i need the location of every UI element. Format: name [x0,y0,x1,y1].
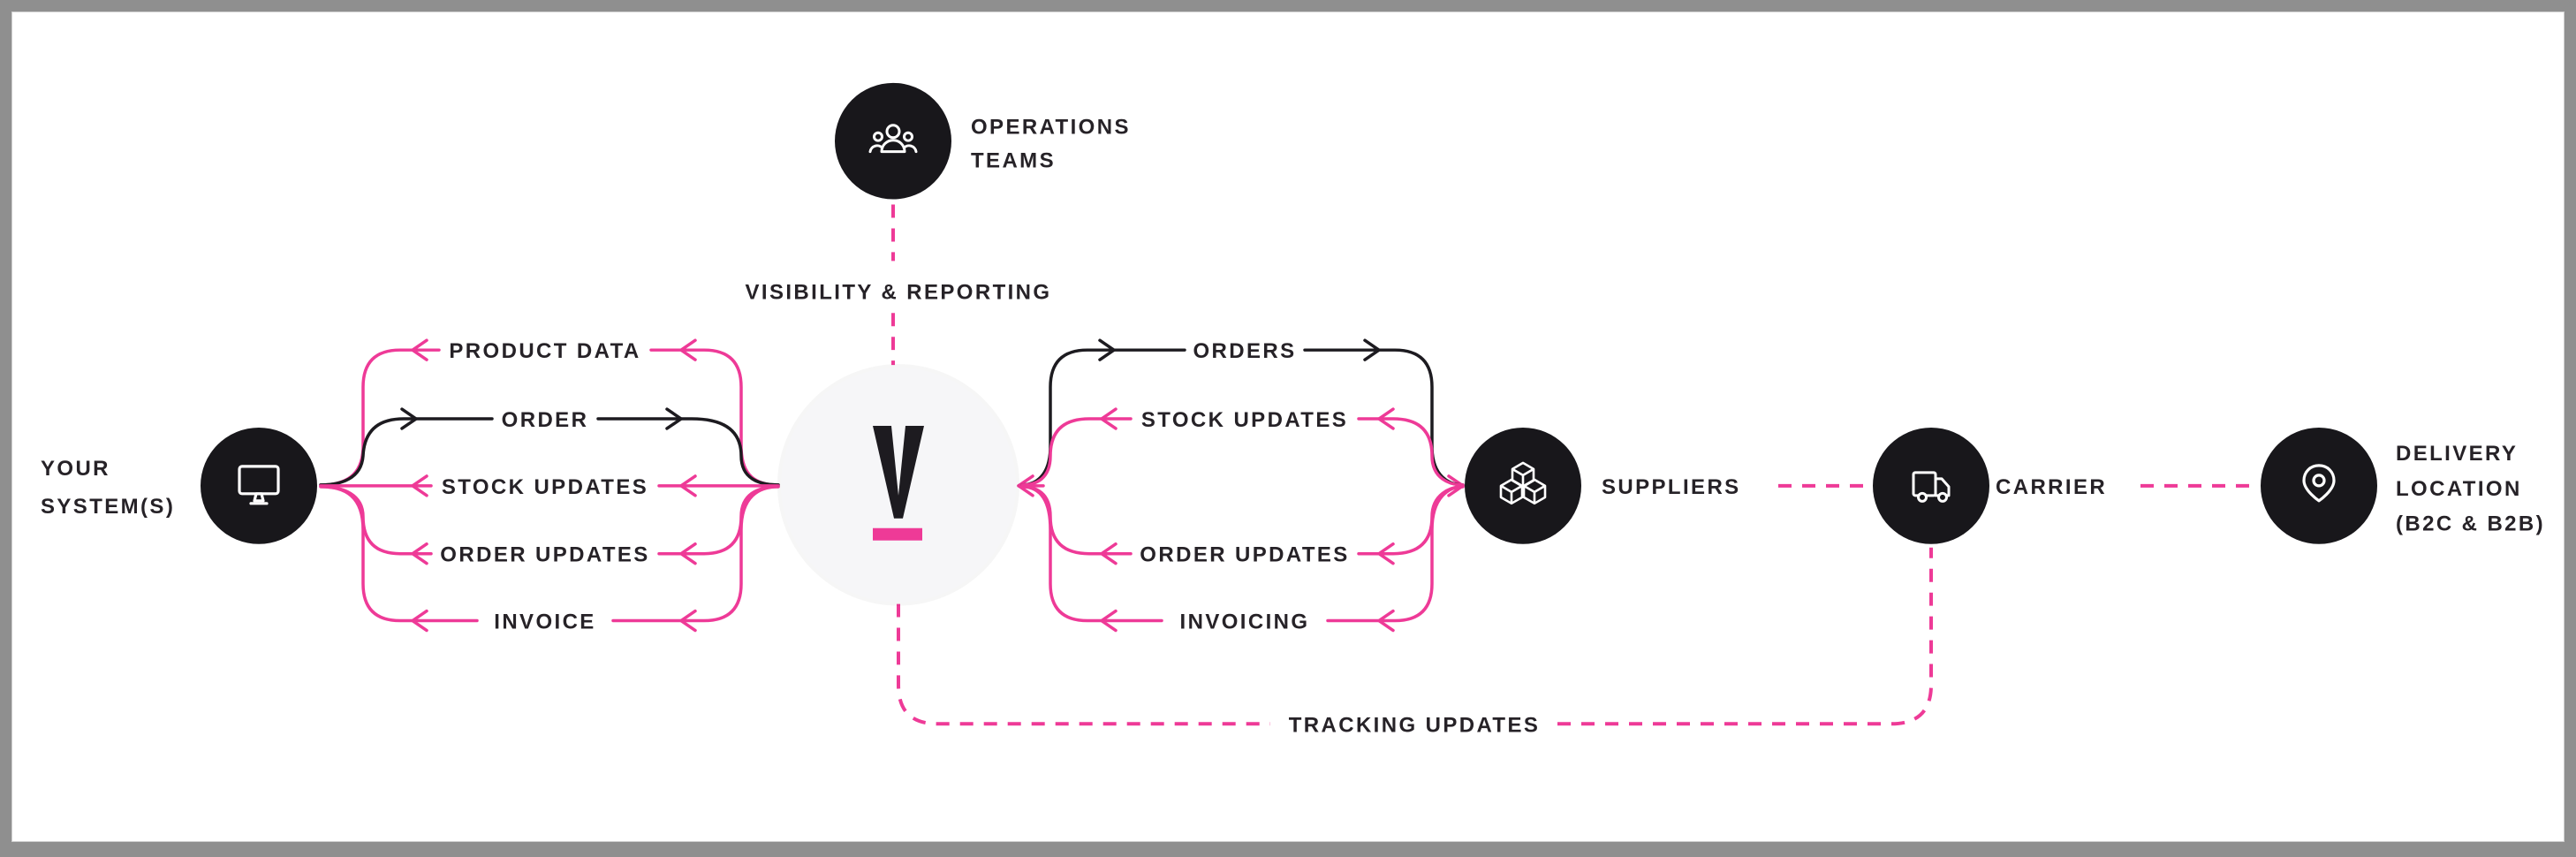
visibility-reporting-label: VISIBILITY & REPORTING [746,280,1052,304]
flow-row [1020,485,1465,633]
suppliers-node: SUPPLIERS [1465,427,1741,544]
delivery-location-label-line2: LOCATION [2396,477,2522,501]
tracking-link-left [897,603,1270,726]
hub-circle [781,368,1016,603]
flow-label: INVOICE [494,611,595,634]
delivery-location-node: DELIVERY LOCATION (B2C & B2B) [2261,427,2545,544]
map-pin-icon [2302,464,2336,503]
arrow-left-icon [679,542,697,565]
arrow-left-icon [1017,474,1034,497]
arrow-left-icon [1377,542,1395,565]
your-systems-circle [201,427,317,544]
v-logo-icon [873,426,924,541]
arrow-left-icon [1377,407,1395,430]
flow-group-right: ORDERS STOCK UPDATES ORDER UPDATES INVOI… [1017,338,1465,634]
operations-teams-node: OPERATIONS TEAMS [835,82,1131,200]
flow-label: STOCK UPDATES [1141,408,1348,432]
delivery-location-label-line3: (B2C & B2B) [2396,512,2545,536]
flow-label: ORDER UPDATES [1140,543,1349,567]
flow-labels-left: PRODUCT DATA ORDER STOCK UPDATES ORDER U… [440,339,649,634]
flow-labels-right: ORDERS STOCK UPDATES ORDER UPDATES INVOI… [1140,339,1349,634]
arrow-right-icon [1098,338,1116,361]
truck-icon [1912,471,1951,503]
flow-row [319,474,780,497]
arrow-left-icon [411,609,428,633]
arrow-left-icon [411,542,428,565]
your-systems-node: YOUR SYSTEM(S) [41,427,317,544]
arrow-left-icon [679,474,697,497]
flow-label: ORDER [502,408,589,432]
arrow-right-icon [665,407,683,430]
operations-teams-label-line2: TEAMS [971,149,1056,173]
delivery-location-label-line1: DELIVERY [2396,442,2518,466]
tracking-updates-label: TRACKING UPDATES [1289,713,1541,737]
monitor-icon [238,465,280,505]
arrow-right-icon [1363,338,1381,361]
carrier-node: CARRIER [1873,427,2107,544]
flow-row [1020,407,1465,487]
arrow-left-icon [1100,407,1118,430]
flow-label: ORDERS [1193,339,1296,363]
team-icon [868,124,918,154]
arrow-left-icon [411,338,428,361]
your-systems-label-line1: YOUR [41,457,110,481]
your-systems-label-line2: SYSTEM(S) [41,495,175,519]
flow-row [319,485,780,633]
integration-diagram: PRODUCT DATA ORDER STOCK UPDATES ORDER U… [41,82,2545,737]
flow-group-left: PRODUCT DATA ORDER STOCK UPDATES ORDER U… [319,338,780,634]
flow-label: ORDER UPDATES [440,543,649,567]
flow-label: PRODUCT DATA [449,339,640,363]
dashed-links [891,204,2257,726]
suppliers-label: SUPPLIERS [1602,475,1741,499]
operations-teams-label-line1: OPERATIONS [971,116,1131,140]
arrow-left-icon [411,474,428,497]
flow-row [319,407,780,487]
v-logo-underline [873,527,922,541]
tracking-link-right [1557,547,1933,726]
flow-label: INVOICING [1180,611,1310,634]
carrier-label: CARRIER [1996,475,2107,499]
flow-label: STOCK UPDATES [442,475,648,499]
arrow-left-icon [679,609,697,633]
arrow-left-icon [1100,542,1118,565]
hub-node [777,364,1019,606]
diagram-canvas: PRODUCT DATA ORDER STOCK UPDATES ORDER U… [11,11,2565,842]
cubes-icon [1499,461,1547,505]
carrier-circle [1873,427,1989,544]
arrow-left-icon [1377,609,1395,633]
arrow-right-icon [400,407,418,430]
arrow-left-icon [1100,609,1118,633]
arrow-left-icon [679,338,697,361]
